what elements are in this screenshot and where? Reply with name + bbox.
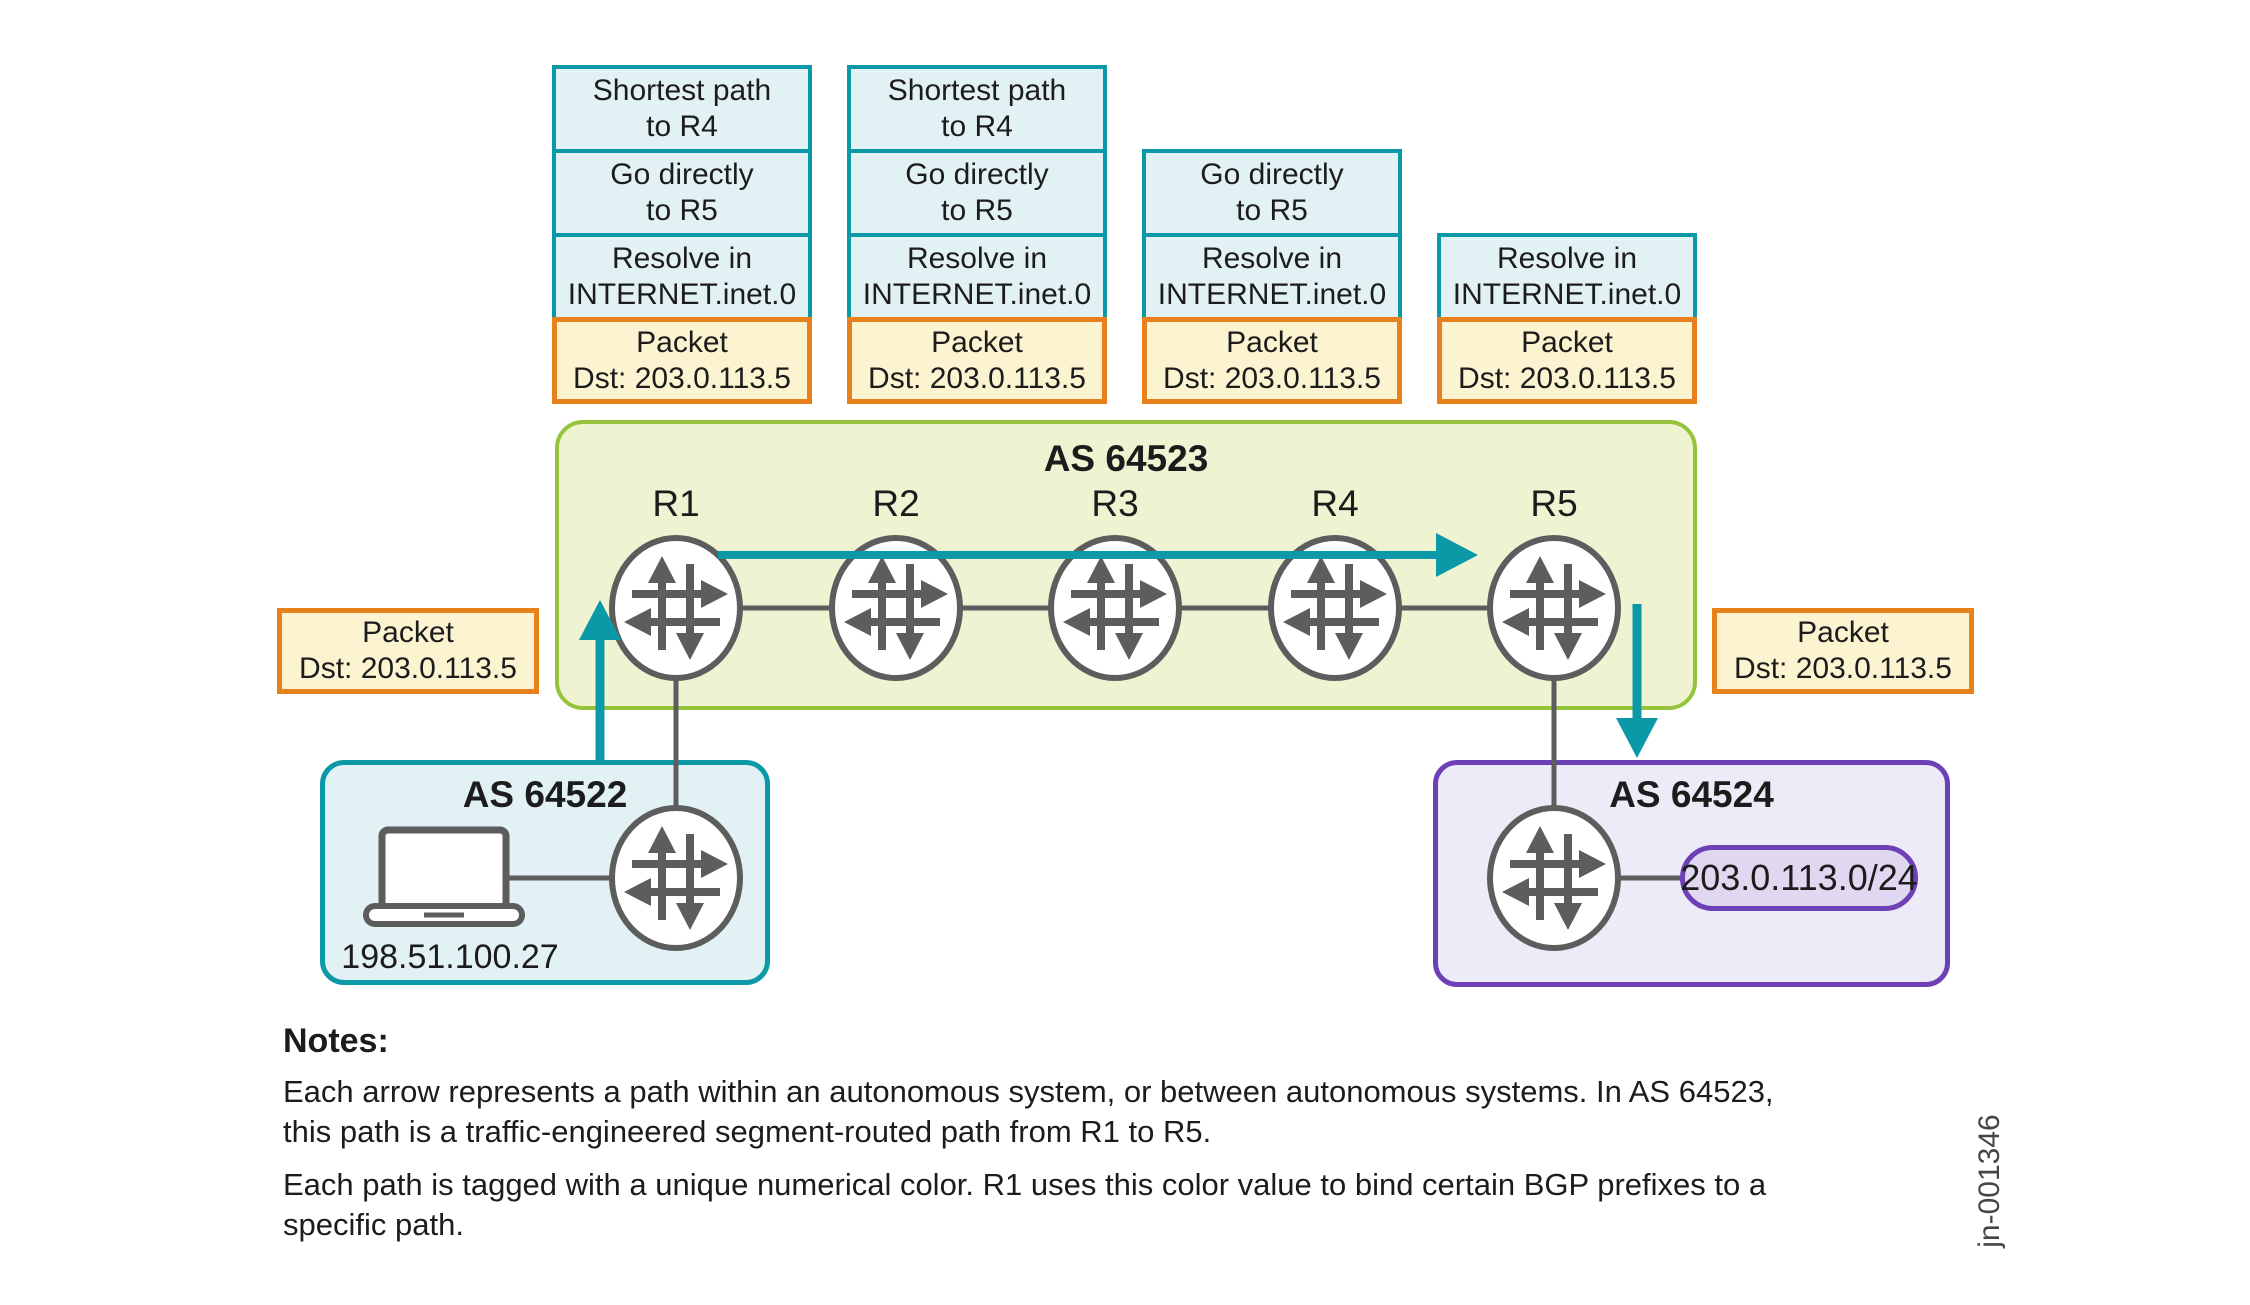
label-stack-3: Go directly to R5 Resolve in INTERNET.in… — [1142, 149, 1402, 404]
as64524-title: AS 64524 — [1609, 774, 1774, 815]
label-line: to R4 — [646, 110, 718, 143]
label-line: INTERNET.inet.0 — [1157, 278, 1387, 311]
label-line: Packet — [931, 325, 1023, 359]
label-line: Dst: 203.0.113.5 — [299, 652, 517, 685]
label-stack-1: Shortest path to R4 Go directly to R5 Re… — [552, 65, 812, 404]
label-line: Go directly — [1200, 158, 1344, 191]
notes-line: specific path. — [283, 1207, 464, 1242]
label-line: Packet — [1521, 325, 1613, 359]
label-line: Packet — [1797, 616, 1889, 649]
prefix-badge: 203.0.113.0/24 — [1680, 845, 1918, 911]
router-label-r5: R5 — [1530, 483, 1578, 524]
label-packet: Packet Dst: 203.0.113.5 — [1142, 317, 1402, 404]
router-label-r4: R4 — [1311, 483, 1359, 524]
label-line: Dst: 203.0.113.5 — [868, 361, 1086, 395]
notes-line: Each arrow represents a path within an a… — [283, 1074, 1774, 1109]
label-line: Resolve in — [906, 242, 1048, 275]
egress-path-arrowhead — [1616, 718, 1658, 758]
label-line: Dst: 203.0.113.5 — [1458, 361, 1676, 395]
packet-box-ingress: Packet Dst: 203.0.113.5 — [277, 608, 539, 694]
label-line: to R5 — [646, 194, 718, 227]
label-line: Resolve in — [611, 242, 753, 275]
label-resolve: Resolve in INTERNET.inet.0 — [552, 233, 812, 321]
label-line: Go directly — [905, 158, 1049, 191]
label-resolve: Resolve in INTERNET.inet.0 — [1437, 233, 1697, 321]
notes-heading: Notes: — [283, 1022, 389, 1060]
label-go-directly: Go directly to R5 — [1142, 149, 1402, 237]
router-label-r1: R1 — [652, 483, 700, 524]
label-go-directly: Go directly to R5 — [847, 149, 1107, 237]
label-go-directly: Go directly to R5 — [552, 149, 812, 237]
figure-id-label: jn-001346 — [1973, 1114, 2006, 1248]
label-resolve: Resolve in INTERNET.inet.0 — [1142, 233, 1402, 321]
router-label-r3: R3 — [1091, 483, 1139, 524]
label-line: INTERNET.inet.0 — [1452, 278, 1682, 311]
label-line: Shortest path — [887, 74, 1067, 107]
label-line: Shortest path — [592, 74, 772, 107]
label-line: Dst: 203.0.113.5 — [1734, 652, 1952, 685]
label-stack-2: Shortest path to R4 Go directly to R5 Re… — [847, 65, 1107, 404]
label-shortest-path: Shortest path to R4 — [552, 65, 812, 153]
label-line: Resolve in — [1201, 242, 1343, 275]
label-line: to R5 — [1236, 194, 1308, 227]
as64523-title: AS 64523 — [1043, 438, 1209, 479]
label-line: Resolve in — [1496, 242, 1638, 275]
label-line: Dst: 203.0.113.5 — [1163, 361, 1381, 395]
notes-line: this path is a traffic-engineered segmen… — [283, 1114, 1212, 1149]
label-line: INTERNET.inet.0 — [862, 278, 1092, 311]
label-line: Go directly — [610, 158, 754, 191]
label-packet: Packet Dst: 203.0.113.5 — [847, 317, 1107, 404]
label-stack-4: Resolve in INTERNET.inet.0 Packet Dst: 2… — [1437, 233, 1697, 404]
label-resolve: Resolve in INTERNET.inet.0 — [847, 233, 1107, 321]
label-line: to R4 — [941, 110, 1013, 143]
label-shortest-path: Shortest path to R4 — [847, 65, 1107, 153]
label-packet: Packet Dst: 203.0.113.5 — [552, 317, 812, 404]
label-line: Dst: 203.0.113.5 — [573, 361, 791, 395]
label-packet: Packet Dst: 203.0.113.5 — [1437, 317, 1697, 404]
notes-paragraph-1: Each arrow represents a path within an a… — [283, 1072, 1774, 1152]
label-line: Packet — [362, 616, 454, 649]
label-line: Packet — [636, 325, 728, 359]
packet-box-egress: Packet Dst: 203.0.113.5 — [1712, 608, 1974, 694]
notes-paragraph-2: Each path is tagged with a unique numeri… — [283, 1165, 1766, 1245]
label-line: INTERNET.inet.0 — [567, 278, 797, 311]
as64522-title: AS 64522 — [462, 774, 628, 815]
host-ip-label: 198.51.100.27 — [341, 938, 559, 976]
notes-line: Each path is tagged with a unique numeri… — [283, 1167, 1767, 1202]
label-line: Packet — [1226, 325, 1318, 359]
router-label-r2: R2 — [872, 483, 920, 524]
label-line: to R5 — [941, 194, 1013, 227]
